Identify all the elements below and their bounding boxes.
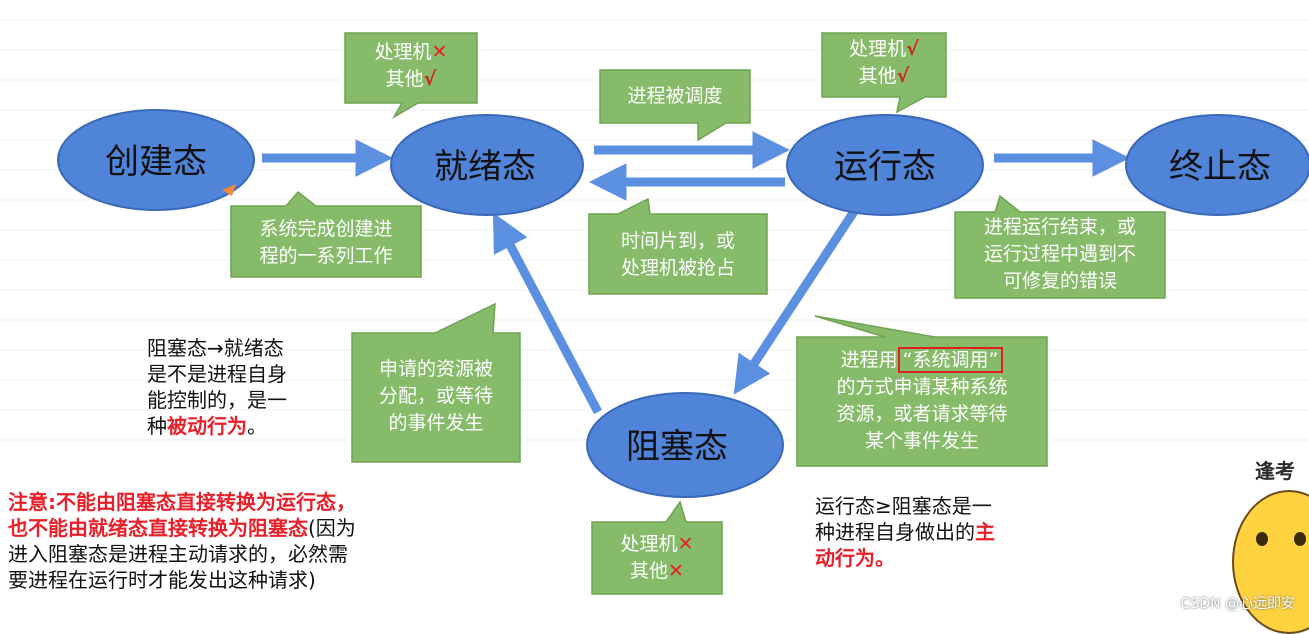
callout-created-text: 系统完成创建进 程的一系列工作 xyxy=(231,216,421,270)
transition-arrows xyxy=(262,131,1131,415)
callout-syscall xyxy=(796,315,1048,467)
callout-timeslice-text: 时间片到，或 处理机被抢占 xyxy=(589,228,767,282)
state-running xyxy=(786,114,984,216)
ready-cpu-label: 处理机 xyxy=(374,41,432,63)
blocked-other-label: 其他 xyxy=(630,560,669,582)
warning-line-2-rest: (因为 xyxy=(308,516,356,540)
passive-line-3: 能控制的，是一 xyxy=(147,388,287,412)
warning-line-1: 注意:不能由阻塞态直接转换为运行态， xyxy=(8,490,356,514)
state-ready xyxy=(390,114,584,216)
state-blocked-label: 阻塞态 xyxy=(626,427,728,467)
terminate-line-1: 进程运行结束，或 xyxy=(983,216,1136,238)
callout-running-resources-text: 处理机√ 其他√ xyxy=(822,36,946,90)
syscall-line-3: 资源，或者请求等待 xyxy=(836,403,1008,425)
callout-terminate xyxy=(954,194,1166,299)
blocked-other-cross-icon: ✕ xyxy=(668,560,684,582)
syscall-line-4: 某个事件发生 xyxy=(864,430,979,452)
passive-line-1: 阻塞态→就绪态 xyxy=(147,336,284,360)
syscall-highlight-box: “系统调用” xyxy=(897,347,1004,373)
active-line-1: 运行态≥阻塞态是一 xyxy=(815,494,992,518)
running-cpu-label: 处理机 xyxy=(849,38,907,60)
callout-terminate-text: 进程运行结束，或 运行过程中遇到不 可修复的错误 xyxy=(955,214,1165,295)
passive-highlight: 被动行为 xyxy=(167,414,247,438)
accent-mark xyxy=(222,184,236,196)
warning-line-4: 要进程在运行时才能发出这种请求) xyxy=(8,568,316,592)
state-create-label: 创建态 xyxy=(105,142,207,182)
state-create xyxy=(57,109,255,211)
state-running-label: 运行态 xyxy=(834,147,936,187)
state-terminated xyxy=(1125,114,1309,216)
mascot-eye-right-icon xyxy=(1294,532,1306,546)
callout-resource-granted xyxy=(351,302,521,463)
state-ready-label: 就绪态 xyxy=(434,147,536,187)
callout-syscall-text: 进程用“系统调用” 的方式申请某种系统 资源，或者请求等待 某个事件发生 xyxy=(797,347,1047,455)
ready-other-check-icon: √ xyxy=(423,68,437,90)
passive-line-4c: 。 xyxy=(247,414,267,438)
blocked-cpu-label: 处理机 xyxy=(620,533,678,555)
ready-cpu-cross-icon: ✕ xyxy=(431,41,448,63)
arrow-blocked-to-ready xyxy=(492,212,602,415)
state-blocked xyxy=(586,392,784,498)
terminate-line-3: 可修复的错误 xyxy=(1002,270,1117,292)
running-other-check-icon: √ xyxy=(896,65,910,87)
running-other-label: 其他 xyxy=(858,65,897,87)
warning-line-3: 进入阻塞态是进程主动请求的，必然需 xyxy=(8,542,348,566)
active-line-3: 动行为。 xyxy=(815,546,895,570)
granted-line-2: 分配，或等待 xyxy=(378,385,493,407)
callout-scheduled xyxy=(599,69,751,142)
note-passive: 阻塞态→就绪态 是不是进程自身 能控制的，是一 种被动行为。 xyxy=(147,335,287,439)
corner-tag: 逢考 xyxy=(1255,459,1295,483)
syscall-prefix: 进程用 xyxy=(840,349,898,371)
process-state-diagram: 创建态 就绪态 运行态 终止态 阻塞态 xyxy=(0,19,1309,595)
mascot-eye-left-icon xyxy=(1256,532,1268,546)
state-terminated-label: 终止态 xyxy=(1169,147,1271,187)
timeslice-line-2: 处理机被抢占 xyxy=(620,257,735,279)
callout-blocked-resources xyxy=(591,500,723,595)
timeslice-line-1: 时间片到，或 xyxy=(620,230,735,252)
callout-scheduled-text: 进程被调度 xyxy=(600,83,750,110)
callouts xyxy=(230,32,1166,595)
created-line-2: 程的一系列工作 xyxy=(259,245,393,267)
ready-other-label: 其他 xyxy=(385,68,424,90)
granted-line-1: 申请的资源被 xyxy=(378,358,493,380)
scheduled-label: 进程被调度 xyxy=(627,85,723,107)
blocked-cpu-cross-icon: ✕ xyxy=(677,533,694,555)
watermark: CSDN @心远即安 xyxy=(1180,596,1295,612)
syscall-line-2: 的方式申请某种系统 xyxy=(836,376,1008,398)
note-warning: 注意:不能由阻塞态直接转换为运行态， 也不能由就绪态直接转换为阻塞态(因为 进入… xyxy=(8,489,356,593)
callout-ready-resources-text: 处理机✕ 其他√ xyxy=(345,39,477,93)
callout-created xyxy=(230,190,422,278)
created-line-1: 系统完成创建进 xyxy=(259,218,393,240)
note-active: 运行态≥阻塞态是一 种进程自身做出的主 动行为。 xyxy=(815,493,995,571)
callout-resource-granted-text: 申请的资源被 分配，或等待 的事件发生 xyxy=(352,356,520,437)
passive-line-4a: 种 xyxy=(147,414,167,438)
granted-line-3: 的事件发生 xyxy=(388,412,484,434)
warning-line-2-highlight: 也不能由就绪态直接转换为阻塞态 xyxy=(8,516,308,540)
arrow-running-to-blocked xyxy=(733,207,859,395)
callout-ready-resources xyxy=(344,32,478,120)
callout-timeslice xyxy=(588,197,768,295)
terminate-line-2: 运行过程中遇到不 xyxy=(983,243,1136,265)
callout-running-resources xyxy=(821,32,947,114)
state-nodes xyxy=(57,109,1309,498)
running-cpu-check-icon: √ xyxy=(906,38,919,60)
active-line-2a: 种进程自身做出的 xyxy=(815,520,975,544)
passive-line-2: 是不是进程自身 xyxy=(147,362,287,386)
active-line-2b: 主 xyxy=(975,520,995,544)
callout-blocked-resources-text: 处理机✕ 其他✕ xyxy=(592,531,722,585)
